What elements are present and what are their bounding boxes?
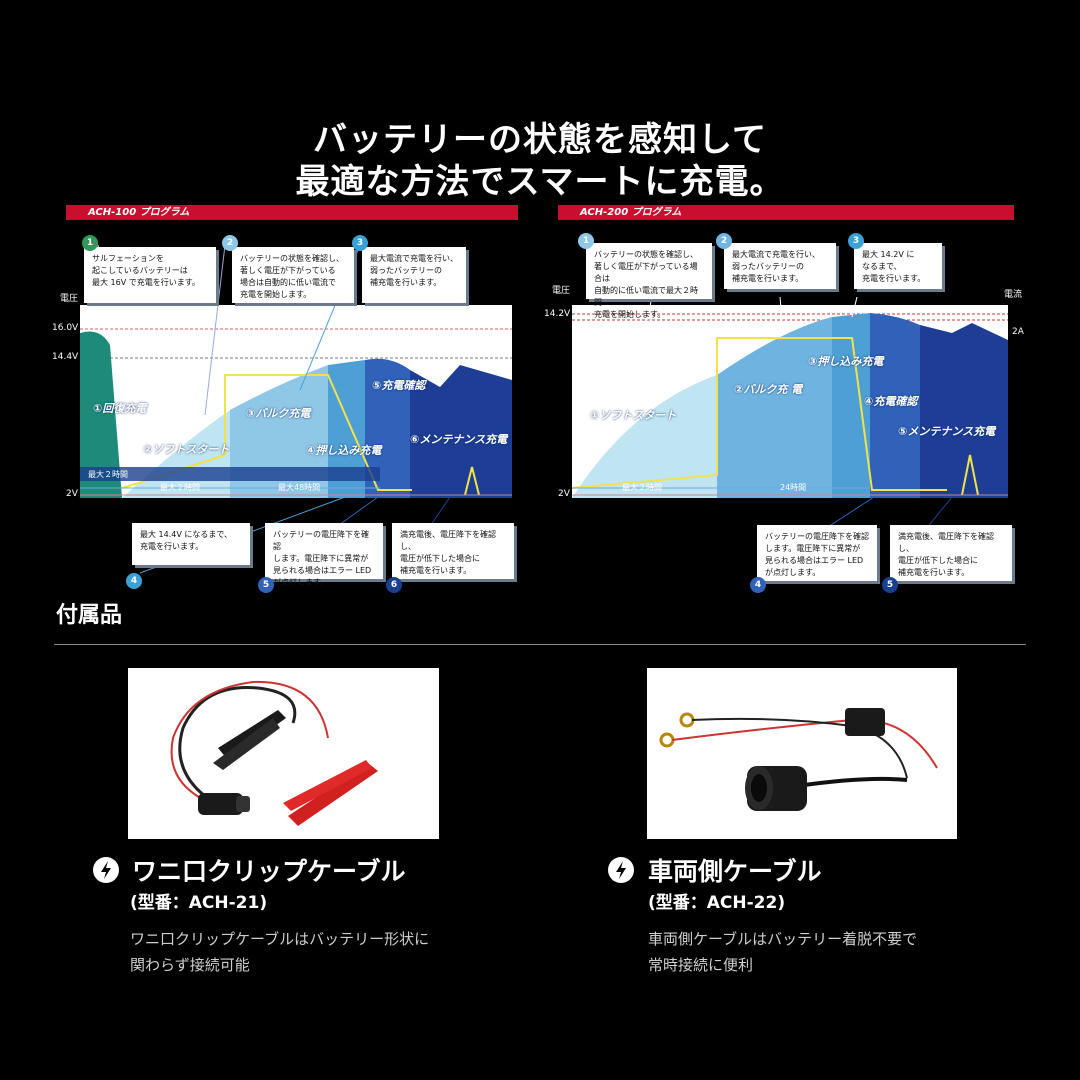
ach100-badge-4: 4 <box>126 573 142 589</box>
ach200-callout-5: 満充電後、電圧降下を確認し、 電圧が低下した場合に 補充電を行います。 <box>890 525 1012 581</box>
ach100-badge-1: 1 <box>82 235 98 251</box>
ach200-phase-bulk: ②バルク充 電 <box>734 383 803 396</box>
ach200-phase-maintenance: ⑤メンテナンス充電 <box>898 425 996 438</box>
product-1-desc-line2: 関わらず接続可能 <box>130 956 250 974</box>
headline-line1: バッテリーの状態を感知して <box>313 120 767 160</box>
ach200-badge-4: 4 <box>750 577 766 593</box>
product-2-desc-line1: 車両側ケーブルはバッテリー着脱不要で <box>648 930 918 948</box>
ach100-chart <box>80 244 512 574</box>
ach100-title-bar: ACH-100 プログラム <box>66 205 518 220</box>
ach200-callout-2: 最大電流で充電を行い、 弱ったバッテリーの 補充電を行います。 <box>724 243 836 289</box>
ach200-phase-confirm: ④充電確認 <box>864 395 918 408</box>
headline-line2: 最適な方法でスマートに充電。 <box>295 162 785 202</box>
ach200-badge-1: 1 <box>578 233 594 249</box>
ach100-callout-1: サルフェーションを 起こしているバッテリーは 最大 16V で充電を行います。 <box>84 247 216 303</box>
ach200-program-panel: ACH-200 プログラム 電圧 電流 14.2V 2V 2A バッテリーの状態… <box>544 205 1024 600</box>
product-1-desc-line1: ワニ口クリップケーブルはバッテリー形状に <box>130 930 430 948</box>
product-1-model: (型番：ACH-21) <box>130 893 268 913</box>
ach100-y-axis-label: 電圧 <box>60 294 79 304</box>
ach200-y2-axis-label: 電流 <box>1004 290 1023 300</box>
product-2-model: (型番：ACH-22) <box>648 893 786 913</box>
ach100-callout-2: バッテリーの状態を確認し、 著しく電圧が下がっている 場合は自動的に低い電流で … <box>232 247 354 303</box>
ach200-phase-softstart: ①ソフトスタート <box>590 409 677 422</box>
ach200-time-bulk: 24時間 <box>780 483 807 492</box>
ach100-callout-6: 満充電後、電圧降下を確認し、 電圧が低下した場合に 補充電を行います。 <box>392 523 514 579</box>
ach100-tick-2v: 2V <box>66 489 78 499</box>
ach200-badge-3: 3 <box>848 233 864 249</box>
ach200-callout-3: 最大 14.2V に なるまで、 充電を行います。 <box>854 243 942 289</box>
ach200-chart <box>571 296 1008 574</box>
lightning-bolt-icon <box>608 857 634 883</box>
ach100-time-softstart: 最大２時間 <box>160 483 200 492</box>
ach100-callout-4: 最大 14.4V になるまで、 充電を行います。 <box>132 523 250 565</box>
product-2-desc-line2: 常時接続に便利 <box>648 956 754 974</box>
ach100-callout-5: バッテリーの電圧降下を確認 します。電圧降下に異常が 見られる場合はエラー LE… <box>265 523 383 587</box>
ach100-badge-5: 5 <box>258 577 274 593</box>
ach100-program-panel: ACH-100 プログラム 電圧 16.0V 14.4V <box>52 205 530 600</box>
ach100-phase-push: ④押し込み充電 <box>306 444 382 457</box>
ach100-time-bulk: 最大48時間 <box>278 483 321 492</box>
alligator-clip-cable-image <box>128 668 439 839</box>
ach200-callout-1: バッテリーの状態を確認し、 著しく電圧が下がっている場合は 自動的に低い電流で最… <box>586 243 712 319</box>
ach100-badge-6: 6 <box>386 577 402 593</box>
ach100-phase-maintenance: ⑥メンテナンス充電 <box>410 433 508 446</box>
ach100-badge-2: 2 <box>222 235 238 251</box>
product-1-name: ワニ口クリップケーブル <box>132 857 406 886</box>
ach100-phase-confirm: ⑤充電確認 <box>372 379 426 392</box>
ach200-title-bar: ACH-200 プログラム <box>558 205 1014 220</box>
ach100-phase-softstart: ②ソフトスタート <box>143 443 230 456</box>
ach200-callout-4: バッテリーの電圧降下を確認 します。電圧降下に異常が 見られる場合はエラー LE… <box>757 525 877 581</box>
ach100-tick-16v: 16.0V <box>52 323 79 333</box>
ach200-phase-push: ③押し込み充電 <box>808 355 884 368</box>
ach200-tick-2a: 2A <box>1012 327 1024 337</box>
ach100-phase-bulk: ③バルク充電 <box>246 407 311 420</box>
ach200-y-axis-label: 電圧 <box>552 286 571 296</box>
ach100-tick-144v: 14.4V <box>52 352 79 362</box>
accessories-divider <box>54 644 1026 645</box>
product-2-name: 車両側ケーブル <box>648 857 822 886</box>
ach100-phase-recovery: ①回復充電 <box>93 402 147 415</box>
lightning-bolt-icon <box>93 857 119 883</box>
ach100-badge-3: 3 <box>352 235 368 251</box>
ach200-tick-2v: 2V <box>558 489 570 499</box>
ach200-tick-142v: 14.2V <box>544 309 571 319</box>
ach100-time-recovery: 最大２時間 <box>88 470 128 479</box>
ach200-badge-2: 2 <box>716 233 732 249</box>
ach200-time-softstart: 最大２時間 <box>622 483 662 492</box>
ach100-callout-3: 最大電流で充電を行い、 弱ったバッテリーの 補充電を行います。 <box>362 247 466 303</box>
vehicle-side-cable-image <box>647 668 957 839</box>
ach200-badge-5: 5 <box>882 577 898 593</box>
accessories-title: 付属品 <box>56 603 123 628</box>
